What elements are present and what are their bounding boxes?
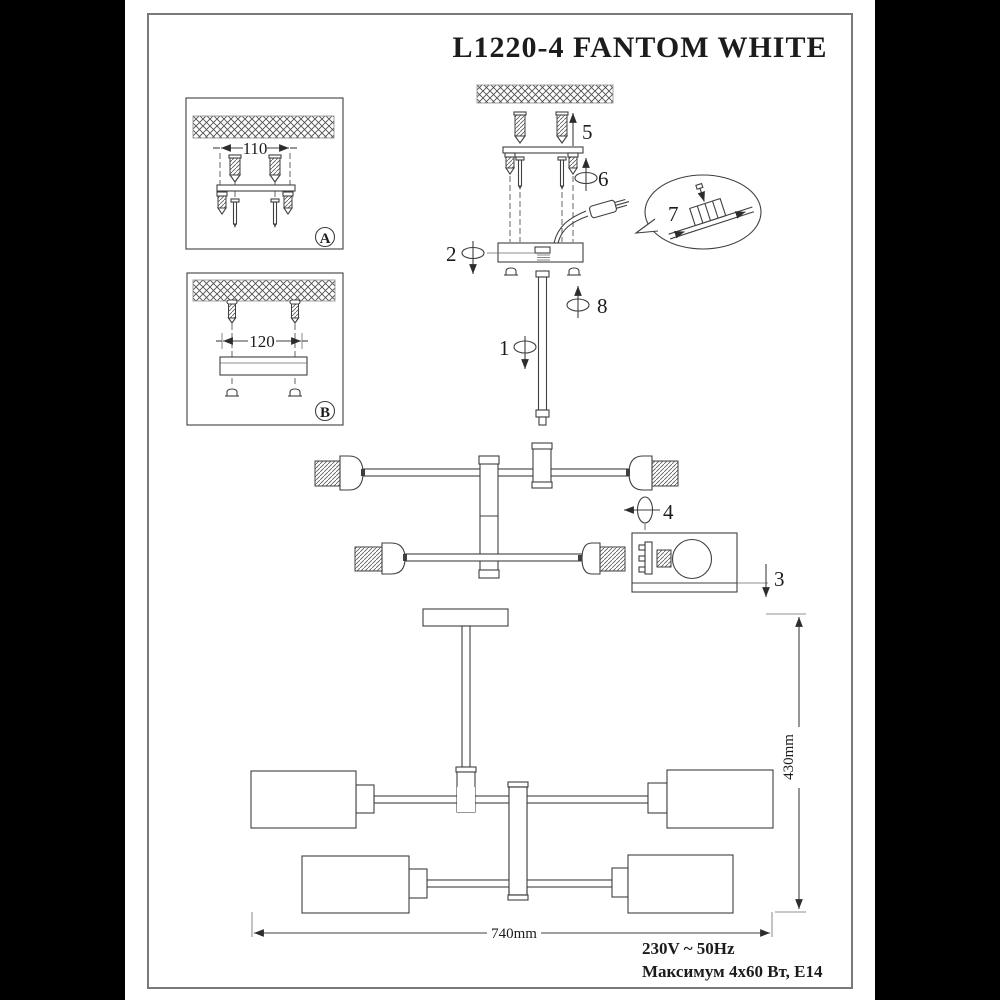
step-6-label: 6 [598, 167, 609, 191]
screw-icon [504, 152, 516, 175]
step-8-label: 8 [597, 294, 608, 318]
center-column [478, 455, 500, 579]
detail-a-label: A [320, 231, 331, 247]
terminal-block-icon [668, 182, 755, 240]
ceiling-canopy [422, 608, 509, 627]
rotation-ellipse-icon [513, 340, 537, 354]
shade-holder [611, 867, 629, 898]
light-bulb-icon [656, 538, 713, 580]
step-4-label: 4 [663, 500, 674, 524]
rotate-down-indicator [461, 241, 485, 274]
rotation-ellipse-icon [574, 171, 598, 185]
step-2-label: 2 [446, 242, 457, 266]
lamp-socket [626, 455, 679, 491]
mounting-sequence: 5 6 [446, 84, 762, 426]
cap-nut-icon [567, 267, 581, 276]
model-title: L1220-4 FANTOM WHITE [452, 31, 827, 64]
power-wire [553, 198, 630, 244]
rotation-ellipse-icon [461, 246, 485, 260]
voltage-spec: 230V ~ 50Hz [642, 939, 735, 958]
detail-b-label: B [320, 405, 330, 421]
bulb-box [631, 532, 738, 593]
max-power-spec: Максимум 4x60 Вт, E14 [642, 962, 823, 981]
shade-ring [644, 541, 653, 575]
ceiling-hatch [192, 115, 335, 139]
ceiling-hatch [476, 84, 614, 104]
overall-width: 740mm [491, 926, 537, 942]
screw-icon [289, 299, 301, 324]
dimension-height: 430mm [766, 613, 806, 913]
wall-plug-icon [228, 154, 242, 183]
mounting-bar [216, 184, 296, 192]
mounting-bracket [219, 356, 308, 376]
rotate-up-indicator [566, 286, 590, 318]
lamp-socket [314, 455, 365, 491]
lamp-socket [354, 542, 407, 575]
step-5-label: 5 [582, 120, 593, 144]
dimension-120: 120 [216, 332, 308, 351]
rotation-ellipse-icon [566, 298, 590, 312]
screw-icon [226, 299, 238, 324]
detail-b-dimension: 120 [249, 332, 275, 351]
callout-pointer [634, 218, 659, 234]
machine-screw-icon [515, 156, 525, 190]
terminal-callout: 7 [634, 174, 762, 250]
shade-holder [647, 782, 668, 814]
wall-plug-icon [268, 154, 282, 183]
screw-icon [567, 152, 579, 175]
wall-plug-icon [513, 111, 527, 144]
rotate-down-indicator [513, 336, 537, 369]
lamp-socket [578, 542, 626, 575]
machine-screw-icon [230, 198, 240, 228]
ceiling-canopy [487, 242, 584, 263]
machine-screw-icon [557, 156, 567, 190]
rotate-up-indicator [574, 158, 598, 191]
page-border [147, 13, 853, 989]
detail-box-a: 110 [185, 97, 344, 250]
dimension-width: 740mm [251, 912, 773, 942]
suspension-rod [461, 625, 471, 768]
cap-nut-icon [504, 267, 518, 276]
upper-arm [361, 468, 653, 477]
step-1-label: 1 [499, 336, 510, 360]
cap-nut-icon [288, 388, 302, 397]
lamp-shade [666, 769, 774, 829]
machine-screw-icon [270, 198, 280, 228]
wall-plug-icon [555, 111, 569, 144]
lamp-shade [627, 854, 734, 914]
dimension-110: 110 [213, 139, 297, 188]
shade-holder [408, 868, 428, 899]
arm-assembly: 4 3 [314, 442, 785, 597]
cap-nut-icon [225, 388, 239, 397]
lower-arm [403, 553, 583, 562]
overall-height: 430mm [781, 734, 797, 780]
detail-a-badge [314, 226, 336, 248]
rotate-left-indicator [624, 496, 660, 532]
arm-block [531, 442, 553, 489]
step-3-label: 3 [774, 567, 785, 591]
plug-connector [589, 198, 630, 219]
detail-b-badge [314, 400, 336, 422]
screw-icon [282, 191, 294, 215]
detail-a-dimension: 110 [243, 139, 268, 158]
screw-icon [216, 191, 228, 215]
lamp-shade [301, 855, 410, 914]
detail-box-b: 120 B [186, 272, 344, 426]
ceiling-hatch [192, 279, 336, 302]
shade-holder [355, 784, 375, 814]
step-7-label: 7 [668, 202, 679, 226]
mounting-bar [502, 146, 584, 154]
assembled-fixture: 740mm 430mm [250, 608, 806, 942]
lamp-shade [250, 770, 357, 829]
suspension-rod [535, 270, 550, 426]
rotation-ellipse-icon [636, 496, 654, 524]
